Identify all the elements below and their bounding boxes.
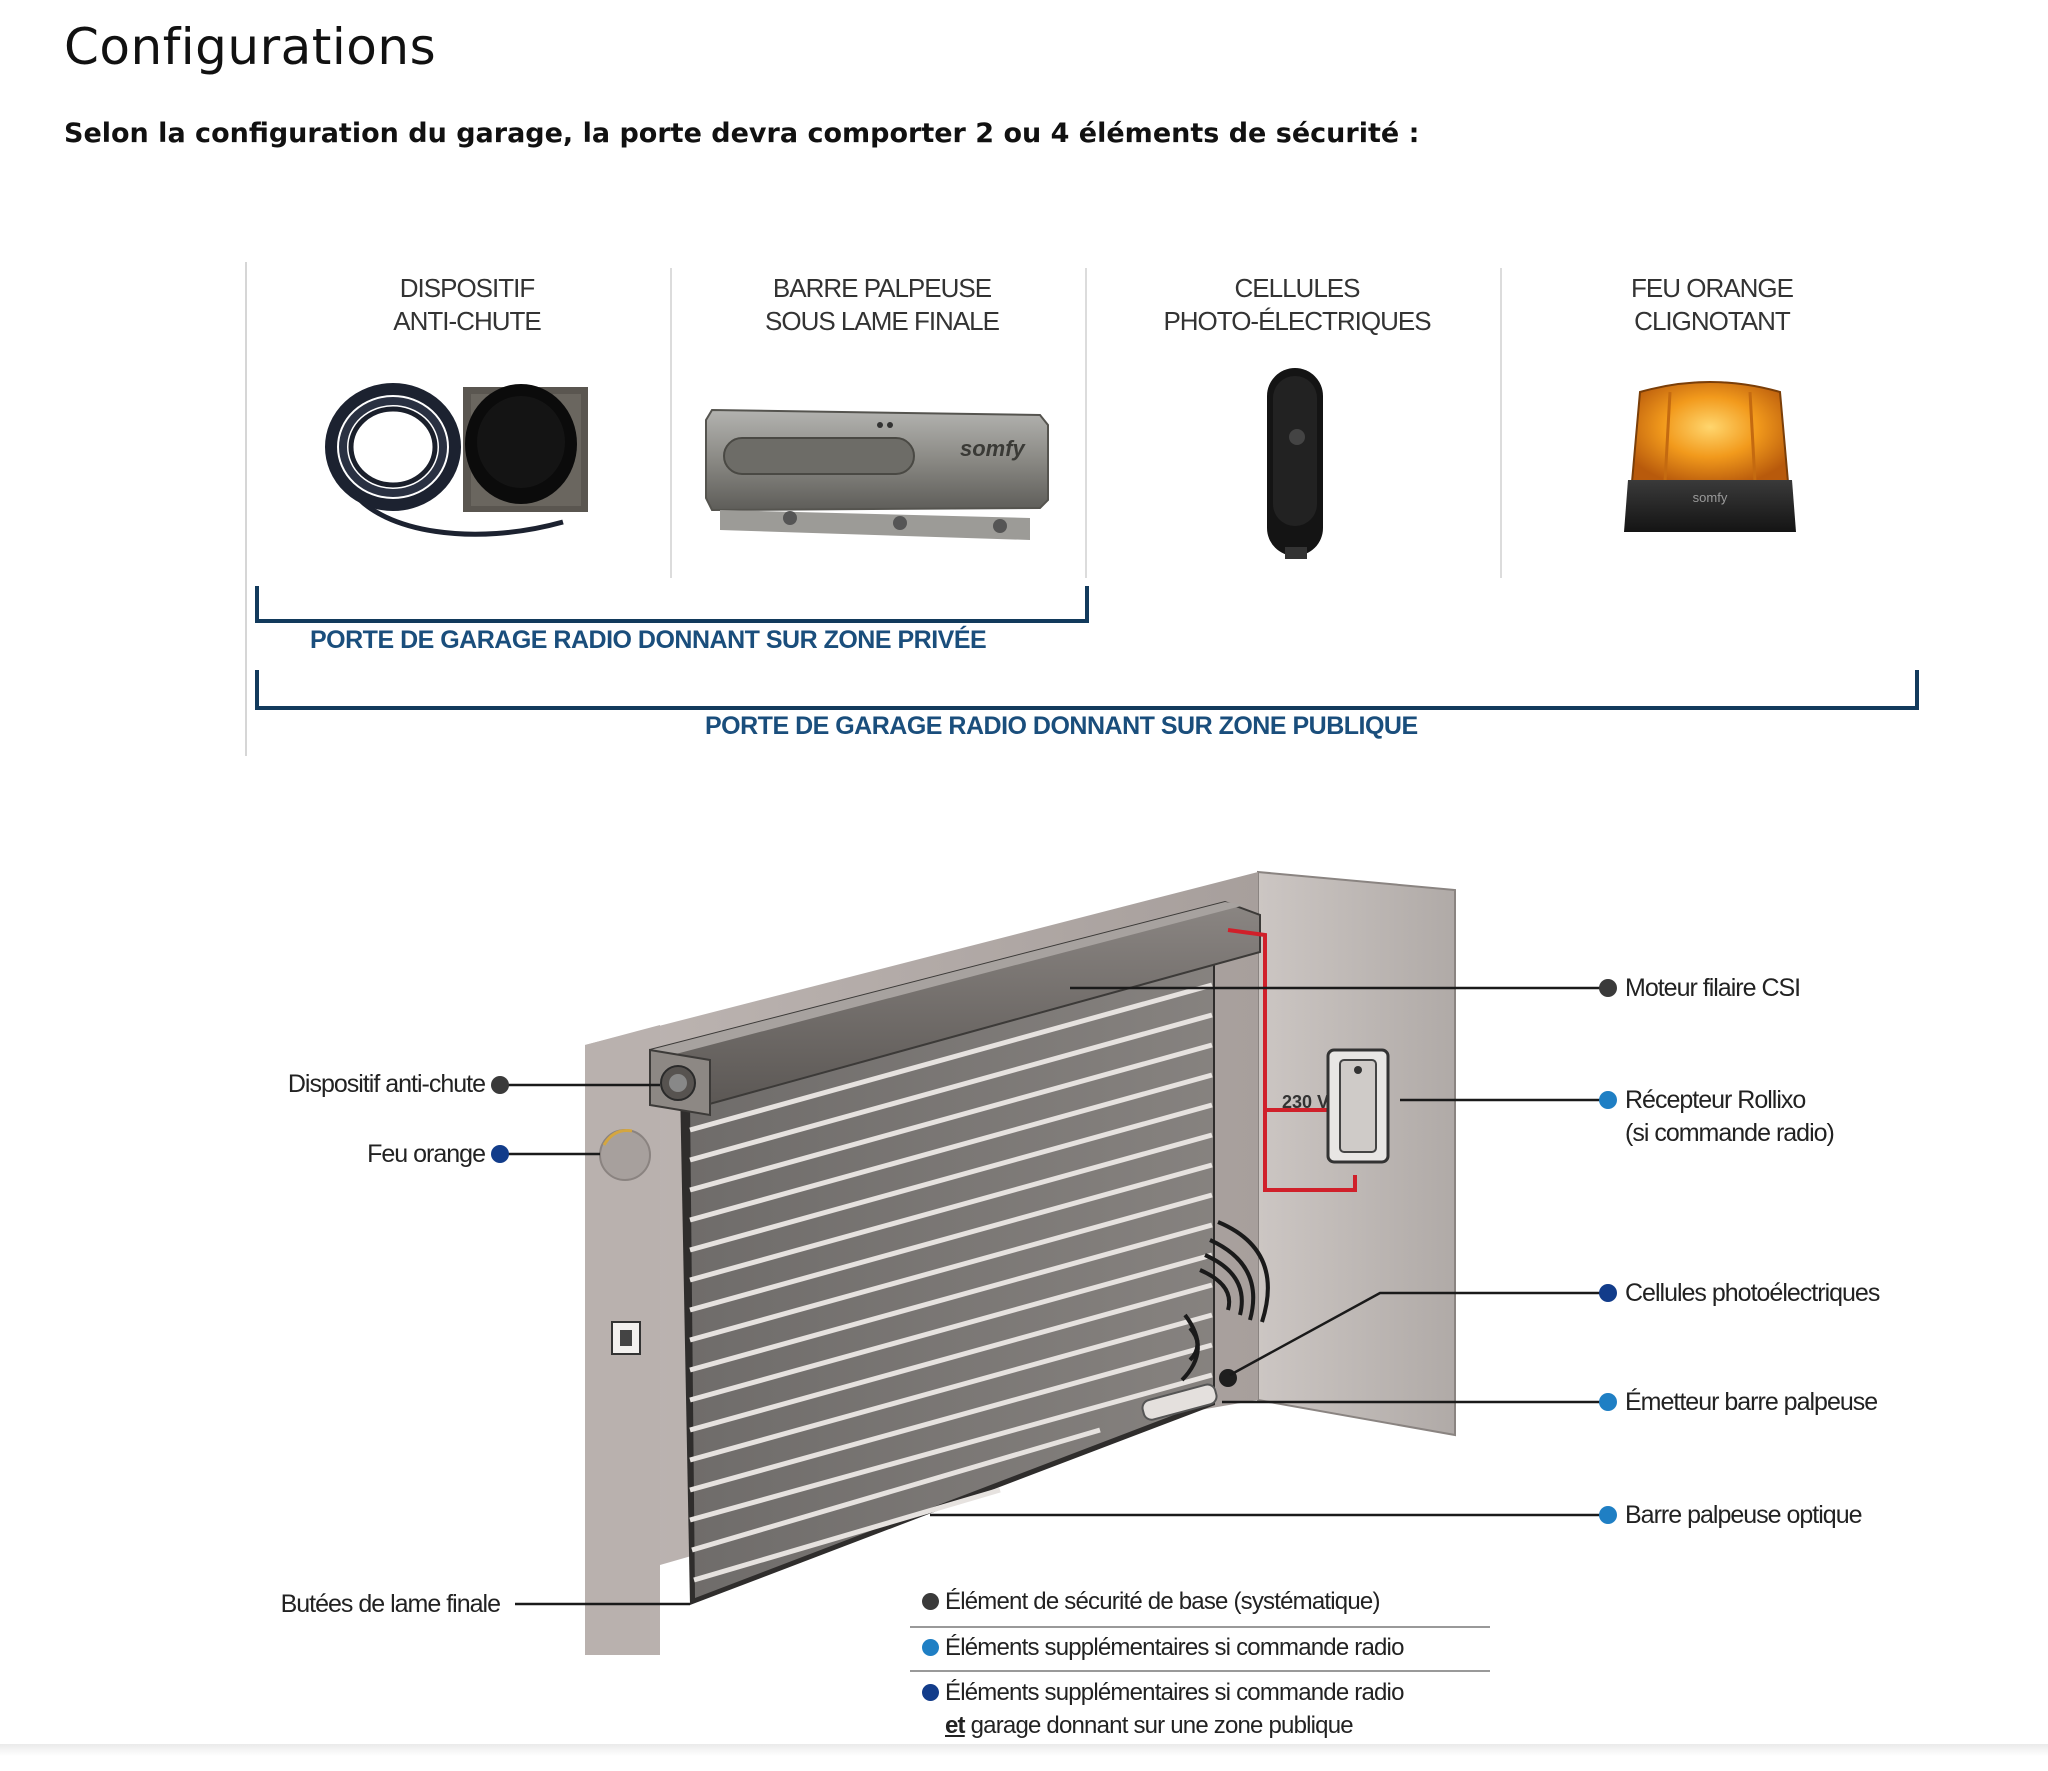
callout-dot-radio: [1599, 1506, 1617, 1524]
edge-transmitter: [1141, 1383, 1218, 1421]
callout-butees: Butées de lame finale: [280, 1590, 501, 1618]
public-zone-bracket: [255, 670, 1919, 710]
radio-waves: [1180, 1220, 1270, 1382]
panel-left-rule: [245, 262, 247, 756]
legend-divider: [910, 1626, 1490, 1628]
power-wire: [1227, 928, 1357, 1192]
anti-fall-housing: [649, 1048, 711, 1117]
callout-moteur: Moteur filaire CSI: [1625, 974, 1801, 1002]
callout-anti-chute: Dispositif anti-chute: [287, 1070, 486, 1098]
legend-item-public-line2: et garage donnant sur une zone publique: [945, 1712, 1354, 1739]
safety-edge-bar-icon: somfy: [705, 408, 1049, 540]
callout-dot-public: [491, 1145, 509, 1163]
legend-dot-base: [922, 1593, 939, 1610]
callout-barre: Barre palpeuse optique: [1625, 1501, 1863, 1529]
intro-text: Selon la configuration du garage, la por…: [64, 118, 1420, 149]
callout-recepteur: Récepteur Rollixo: [1625, 1086, 1806, 1114]
legend-item-radio: Éléments supplémentaires si commande rad…: [922, 1632, 1404, 1664]
photoelectric-cell-icon: [1267, 368, 1323, 559]
private-zone-bracket: [255, 586, 1089, 623]
legend-dot-public: [922, 1684, 939, 1701]
wall-orange-light: [599, 1129, 651, 1181]
callout-dot-base: [491, 1076, 509, 1094]
callout-dot-base: [1599, 979, 1617, 997]
column-divider: [670, 268, 672, 578]
column-divider: [1500, 268, 1502, 578]
callout-dot-radio: [1599, 1393, 1617, 1411]
page-bottom-edge: [0, 1744, 2048, 1756]
private-zone-label: PORTE DE GARAGE RADIO DONNANT SUR ZONE P…: [310, 626, 987, 654]
callout-cellules: Cellules photoélectriques: [1625, 1279, 1880, 1307]
column-divider: [1085, 268, 1087, 578]
anti-fall-device-icon: [325, 383, 588, 537]
public-zone-label: PORTE DE GARAGE RADIO DONNANT SUR ZONE P…: [705, 712, 1418, 740]
somfy-logo: somfy: [960, 436, 1027, 461]
legend-divider: [910, 1670, 1490, 1672]
somfy-logo: somfy: [1693, 490, 1728, 505]
callout-emetteur: Émetteur barre palpeuse: [1625, 1388, 1878, 1416]
callout-dot-public: [1599, 1284, 1617, 1302]
legend-dot-radio: [922, 1639, 939, 1656]
orange-warning-light-icon: somfy: [1624, 381, 1796, 532]
door-slats: [689, 982, 1213, 1583]
callout-recepteur-note: (si commande radio): [1625, 1119, 1835, 1147]
legend-item-base: Élément de sécurité de base (systématiqu…: [922, 1586, 1380, 1618]
callout-dot-radio: [1599, 1091, 1617, 1109]
callout-feu-orange: Feu orange: [367, 1140, 486, 1168]
voltage-label: 230 V: [1282, 1092, 1329, 1112]
rollixo-receiver: [1326, 1048, 1390, 1164]
page-title: Configurations: [64, 18, 437, 76]
wall-switch: [611, 1321, 641, 1355]
legend-item-public: Éléments supplémentaires si commande rad…: [922, 1677, 1404, 1709]
photocell-device: [1219, 1369, 1237, 1387]
